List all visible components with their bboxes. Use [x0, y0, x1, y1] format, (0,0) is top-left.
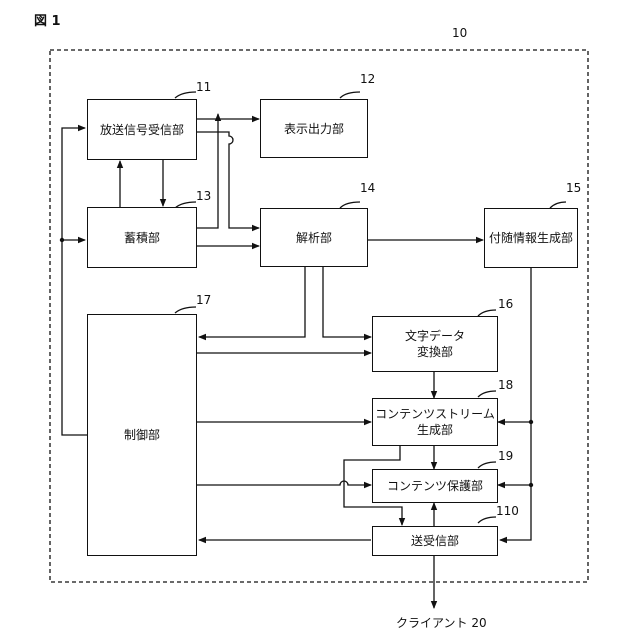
display-output-block: 表示出力部	[260, 99, 368, 158]
broadcast-signal-receiver-block: 放送信号受信部	[87, 99, 197, 160]
text-data-converter-block: 文字データ 変換部	[372, 316, 498, 372]
block-label: コンテンツ保護部	[387, 478, 483, 494]
figure-title: 図 1	[34, 10, 61, 29]
block-label-line1: 文字データ	[405, 328, 465, 344]
block-label: 解析部	[296, 230, 332, 246]
controller-block: 制御部	[87, 314, 197, 556]
ref-15: 15	[566, 181, 581, 195]
storage-block: 蓄積部	[87, 207, 197, 268]
analysis-block: 解析部	[260, 208, 368, 267]
client-label: クライアント 20	[396, 614, 487, 631]
block-label: 送受信部	[411, 533, 459, 549]
ref-11: 11	[196, 80, 211, 94]
block-label: 制御部	[124, 427, 160, 443]
ref-12: 12	[360, 72, 375, 86]
block-label: 表示出力部	[284, 121, 344, 137]
ref-13: 13	[196, 189, 211, 203]
block-label: 放送信号受信部	[100, 122, 184, 138]
ref-17: 17	[196, 293, 211, 307]
supplementary-info-generator-block: 付随情報生成部	[484, 208, 578, 268]
ref-14: 14	[360, 181, 375, 195]
block-label-line1: コンテンツストリーム	[375, 406, 495, 422]
ref-19: 19	[498, 449, 513, 463]
transceiver-block: 送受信部	[372, 526, 498, 556]
block-label: 付随情報生成部	[489, 230, 573, 246]
content-protection-block: コンテンツ保護部	[372, 469, 498, 503]
ref-110: 110	[496, 504, 519, 518]
block-label-line2: 生成部	[417, 422, 453, 438]
block-label: 蓄積部	[124, 230, 160, 246]
block-label-line2: 変換部	[417, 344, 453, 360]
ref-18: 18	[498, 378, 513, 392]
system-ref-label: 10	[452, 26, 467, 40]
content-stream-generator-block: コンテンツストリーム 生成部	[372, 398, 498, 446]
ref-16: 16	[498, 297, 513, 311]
